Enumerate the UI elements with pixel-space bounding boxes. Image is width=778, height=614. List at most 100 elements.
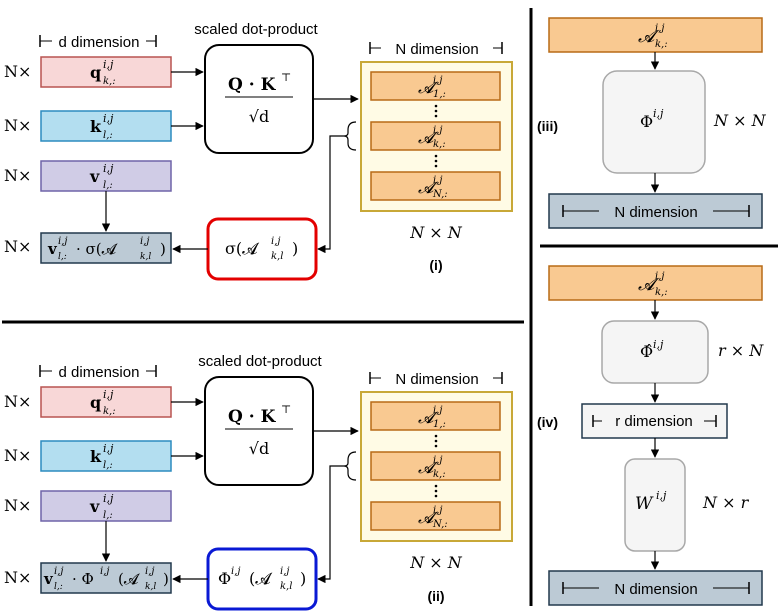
- attention-row-iv-sup: i,j: [655, 271, 664, 282]
- n-times-n-iii: N × N: [713, 111, 767, 130]
- n-times-n-label: N × N: [409, 223, 463, 242]
- attention-row-n-sub: N,:: [432, 189, 448, 200]
- scaled-dot-product-label: scaled dot-product: [194, 21, 318, 38]
- phi-arg: (𝓐: [249, 569, 273, 588]
- phi-iii-sup: i,j: [653, 107, 664, 120]
- n-times-v-ii: N×: [4, 496, 31, 515]
- phi-sup: i,j: [231, 566, 240, 577]
- attention-row-iii-sup: i,j: [655, 23, 664, 34]
- sigma-sub: k,l: [271, 251, 283, 262]
- output-box-ii: [40, 562, 172, 594]
- output-close-paren: ): [160, 240, 166, 258]
- phi-symbol: Φ: [218, 569, 231, 588]
- n-dimension-label-iii: N dimension: [614, 204, 697, 221]
- attention-row-k-sub-ii: k,:: [433, 469, 446, 480]
- attention-row-n-sup: i,j: [433, 175, 442, 186]
- n-times-v: N×: [4, 166, 31, 185]
- w-box: [624, 458, 686, 552]
- panel-i: d dimension scaled dot-product N× q i,j …: [4, 21, 513, 281]
- attention-row-n-sup-ii: i,j: [433, 505, 442, 516]
- query-sub: k,:: [103, 76, 116, 87]
- n-dimension-bar-iv: N dimension: [562, 579, 750, 598]
- panel-iv: 𝓐 i,j k,: Φ̂ i,j r × N r dimension (iv) …: [537, 265, 764, 606]
- key-sup: i,j: [103, 112, 114, 125]
- output-v-sub: l,:: [58, 252, 67, 262]
- attention-row-k: [370, 121, 501, 151]
- n-times-k-ii: N×: [4, 446, 31, 465]
- phihat-box: [601, 320, 709, 384]
- d-dimension-label-ii: d dimension: [59, 364, 140, 381]
- n-times-q: N×: [4, 62, 31, 81]
- attention-row-iii-sub: k,:: [655, 39, 668, 50]
- attention-row-iv-sub: k,:: [655, 287, 668, 298]
- value-symbol: v: [89, 167, 100, 186]
- qk-numerator-ii: Q · K: [228, 407, 277, 427]
- sigma-text: σ(𝓐: [225, 239, 260, 258]
- attention-row-1-ii: [370, 401, 501, 431]
- output-a-sub: k,l: [140, 252, 151, 262]
- n-dimension-bar-iii: N dimension: [562, 202, 750, 221]
- key-sup-ii: i,j: [103, 442, 114, 455]
- d-dimension-header: d dimension: [39, 31, 157, 51]
- n-dimension-header: N dimension: [369, 38, 503, 58]
- n-times-out: N×: [4, 237, 31, 256]
- n-dimension-label-iv: N dimension: [614, 581, 697, 598]
- sqrt-d: √d: [249, 107, 269, 126]
- attention-row-k-sub: k,:: [433, 139, 446, 150]
- attention-row-iv: [548, 265, 763, 301]
- r-dimension-bar: r dimension: [592, 411, 717, 430]
- value-sub: l,:: [103, 180, 113, 191]
- scaled-dot-product-box-ii: [204, 376, 314, 486]
- value-symbol-ii: v: [89, 497, 100, 516]
- panel-iii: 𝓐 i,j k,: Φ i,j N × N (iii) N dimension: [537, 17, 767, 229]
- output-phi-sup-ii: i,j: [100, 566, 109, 577]
- output-box: [40, 232, 172, 264]
- attention-row-1-sup: i,j: [433, 75, 442, 86]
- attention-row-1: [370, 71, 501, 101]
- d-dimension-header-ii: d dimension: [39, 361, 157, 381]
- output-v-sup: i,j: [58, 236, 67, 247]
- query-symbol-ii: q: [90, 393, 101, 412]
- value-sup-ii: i,j: [103, 492, 114, 505]
- arrow-to-phi: [317, 465, 344, 584]
- scaled-dot-product-box: [204, 44, 314, 154]
- output-phi-part-ii: · Φ: [72, 570, 94, 588]
- value-sub-ii: l,:: [103, 510, 113, 521]
- query-sub-ii: k,:: [103, 406, 116, 417]
- phi-a-sub: k,l: [280, 581, 292, 592]
- qk-transpose: ⊤: [281, 71, 291, 84]
- qk-numerator: Q · K: [228, 75, 277, 95]
- phi-matrix-box-iii: [602, 70, 706, 174]
- n-dimension-label-ii: N dimension: [395, 371, 478, 388]
- attention-row-n-sub-ii: N,:: [432, 519, 448, 530]
- key-symbol: k: [90, 117, 102, 136]
- key-symbol-ii: k: [90, 447, 102, 466]
- n-times-out-ii: N×: [4, 568, 31, 587]
- d-dimension-label: d dimension: [59, 34, 140, 51]
- attention-row-1-sup-ii: i,j: [433, 405, 442, 416]
- panel-ii-label: (ii): [427, 588, 444, 604]
- query-sup: i,j: [103, 58, 114, 71]
- attention-row-iii: [548, 17, 763, 53]
- n-times-n-label-ii: N × N: [409, 553, 463, 572]
- output-close-paren-ii: ): [163, 570, 169, 588]
- panel-i-label: (i): [429, 257, 442, 273]
- attention-row-k-sup: i,j: [433, 125, 442, 136]
- arrow-to-sigma: [317, 135, 344, 254]
- phi-close-paren: ): [300, 569, 306, 588]
- output-v-symbol: v: [47, 240, 58, 258]
- w-symbol: W: [635, 494, 654, 514]
- query-symbol: q: [90, 63, 101, 82]
- attention-row-n: [370, 171, 501, 201]
- w-sup: i,j: [656, 489, 667, 502]
- value-box: [40, 160, 172, 192]
- row-brace: [343, 121, 357, 151]
- n-dimension-header-ii: N dimension: [369, 368, 503, 388]
- phihat-sup: i,j: [653, 338, 664, 351]
- n-times-r: N × r: [702, 493, 750, 512]
- output-a-sup: i,j: [140, 236, 149, 247]
- attention-row-1-sub-ii: 1,:: [433, 419, 446, 430]
- phi-iii-symbol: Φ: [640, 112, 653, 131]
- sqrt-d-ii: √d: [249, 439, 269, 458]
